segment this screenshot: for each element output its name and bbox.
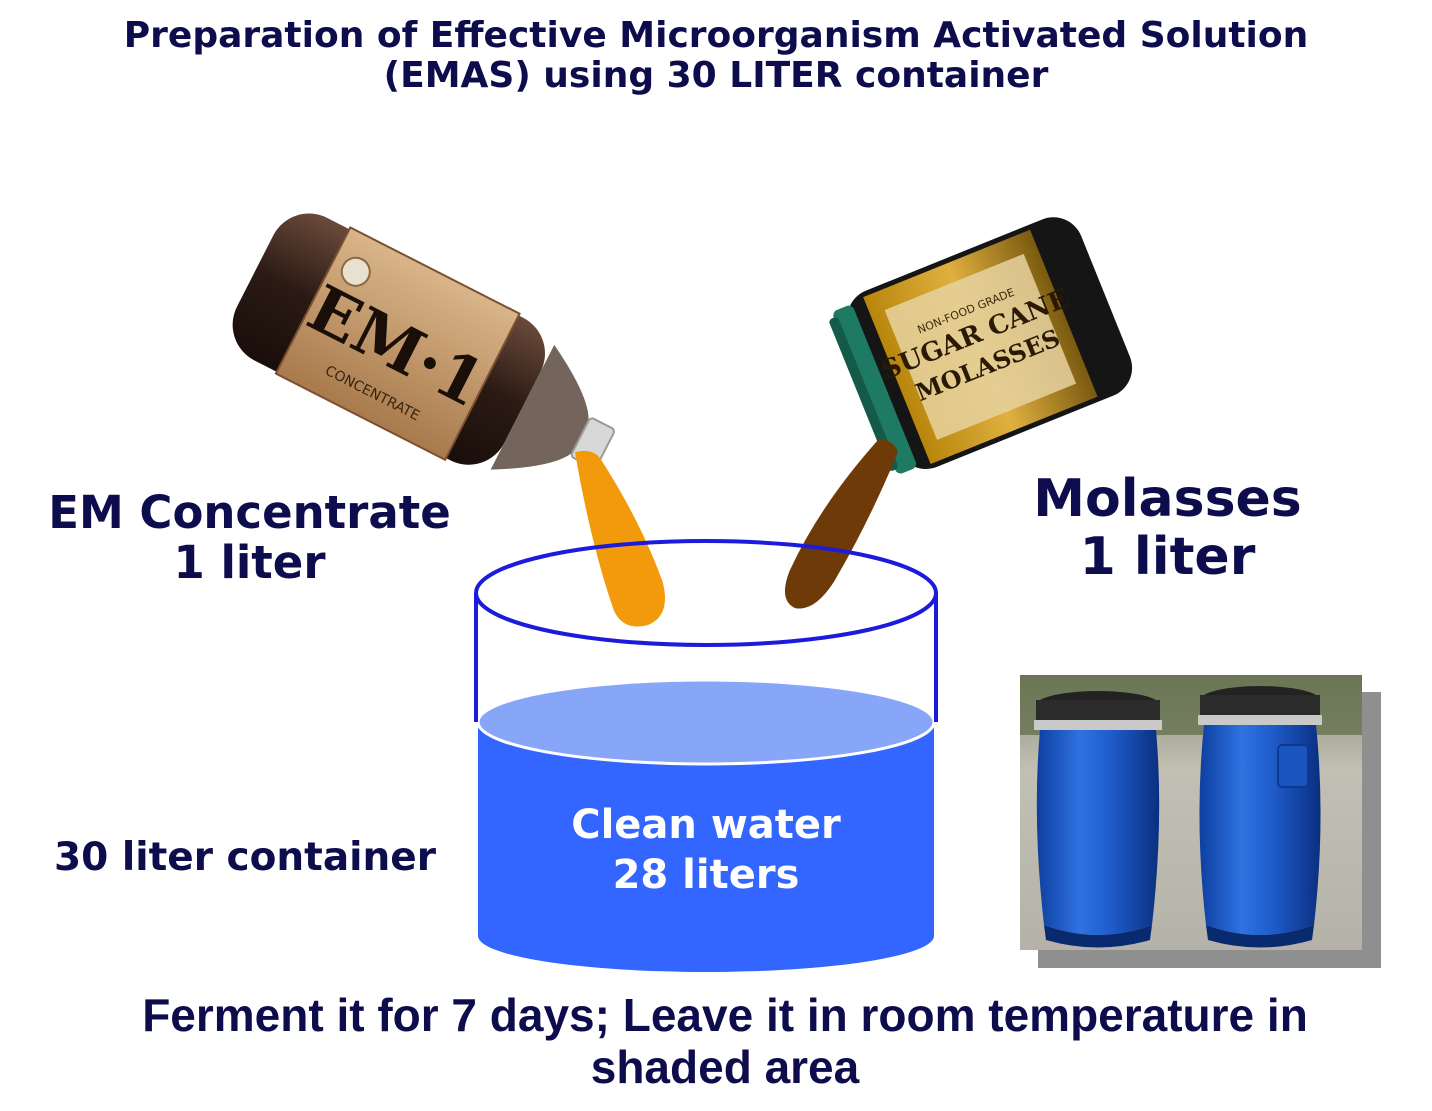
title-line-2: (EMAS) using 30 LITER container [383,55,1049,97]
em-concentrate-label: EM Concentrate 1 liter [22,486,477,590]
container-size-label: 30 liter container [54,835,436,880]
molasses-stream [785,439,898,609]
water-label-line-2: 28 liters [612,852,800,898]
em-concentrate-amount: 1 liter [173,536,326,590]
molasses-amount: 1 liter [1079,527,1256,588]
footer-instructions: Ferment it for 7 days; Leave it in room … [40,989,1410,1093]
title-line-1: Preparation of Effective Microorganism A… [123,15,1309,56]
container-cylinder [474,539,938,972]
footer-line-1: Ferment it for 7 days; Leave it in room … [142,989,1308,1041]
molasses-label: Molasses 1 liter [995,469,1340,588]
right-barrel-icon [1198,686,1322,948]
footer-line-2: shaded area [590,1040,860,1093]
em-stream [575,450,665,627]
water-label-line-1: Clean water [571,802,841,848]
em-concentrate-name: EM Concentrate [48,486,451,539]
em-bottle-icon: EM·1 CONCENTRATE [232,213,615,470]
water-label: Clean water 28 liters [478,800,934,900]
barrels-photo [1020,675,1381,968]
molasses-jar-icon: NON-FOOD GRADE SUGAR CANE MOLASSES [829,217,1133,474]
left-barrel-icon [1034,691,1162,948]
molasses-name: Molasses [1033,469,1302,529]
page-title: Preparation of Effective Microorganism A… [20,15,1412,97]
